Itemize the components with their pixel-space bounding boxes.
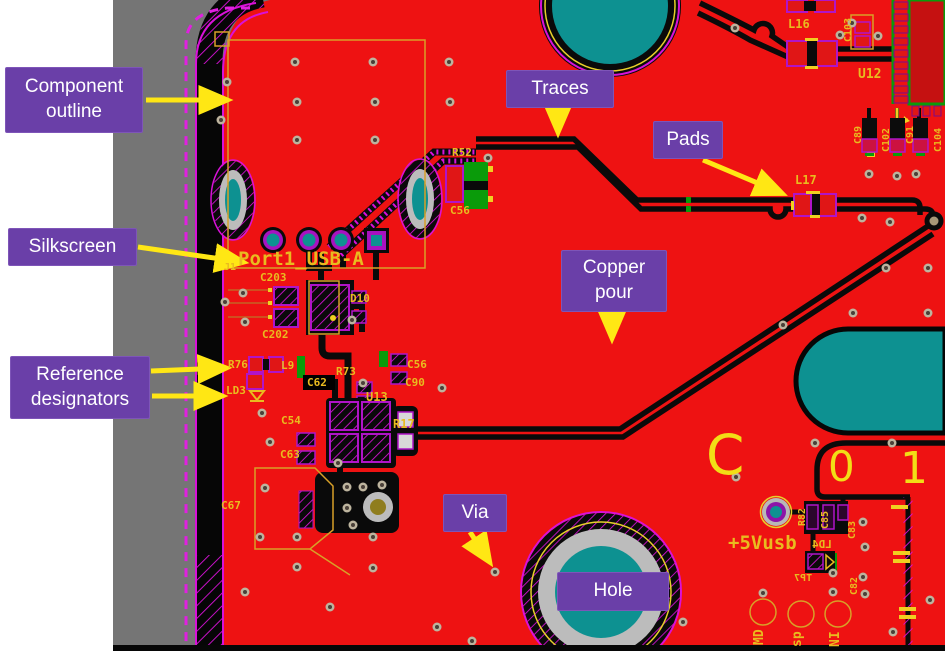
usb-connector-pads — [210, 158, 443, 253]
component-outlines — [214, 31, 426, 576]
vias — [216, 18, 935, 646]
arrow-via — [461, 529, 494, 568]
copper-stadium — [793, 326, 945, 436]
inductor-l17 — [791, 191, 837, 218]
usb-signal-pads — [260, 227, 389, 253]
port1-cluster — [228, 280, 367, 335]
r76-l9-ld3 — [246, 356, 305, 402]
annotation-arrows — [137, 85, 788, 568]
arrow-silkscreen — [137, 243, 250, 273]
annotation-hole: Hole — [557, 572, 669, 611]
plus5v-cluster — [759, 495, 849, 573]
annotation-silkscreen: Silkscreen — [8, 228, 137, 266]
mechanical-dashed-line — [184, 6, 250, 651]
annotation-pads: Pads — [653, 121, 723, 159]
arrow-pads — [702, 157, 788, 197]
r52-c56 — [445, 162, 493, 209]
board-edge — [184, 0, 269, 651]
components — [228, 0, 945, 628]
big-via — [924, 211, 944, 231]
highlighted-net-traces — [326, 148, 476, 258]
r17 — [392, 406, 418, 456]
caps-right-column — [861, 118, 929, 156]
copper-pour-region — [224, 0, 945, 651]
ic-u12 — [867, 0, 945, 157]
mounting-hole-area — [298, 472, 399, 533]
ic-u13 — [326, 398, 396, 468]
cad-background — [113, 0, 945, 651]
annotation-via: Via — [443, 494, 507, 532]
arrow-ref-des-1 — [150, 354, 233, 385]
bottom-border-strip — [113, 645, 945, 651]
edge-dashes — [891, 505, 916, 619]
annotation-traces: Traces — [506, 70, 614, 108]
